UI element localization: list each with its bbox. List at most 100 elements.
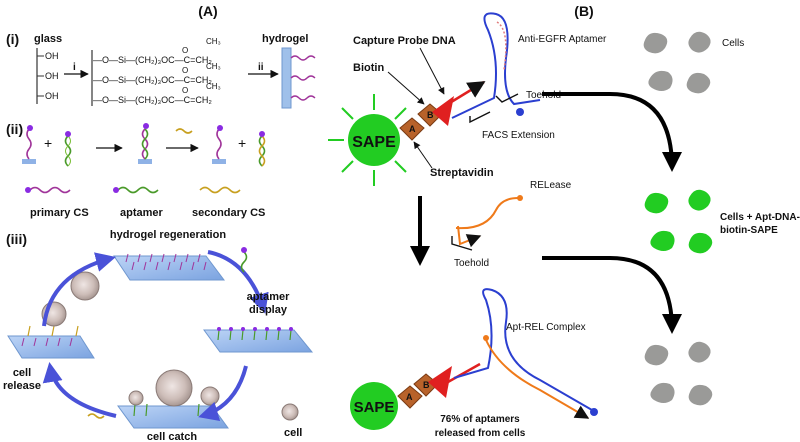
plate-top [113,253,225,281]
o-label: O [182,46,188,55]
primary-cs-legend-label: primary CS [30,207,89,219]
release-dot [517,195,523,201]
ch3-label: CH₃ [206,82,221,91]
aptamer-legend-label: aptamer [120,207,164,219]
cell-caught [128,390,144,406]
cells-cluster-top [643,31,711,94]
cell-release-line: release [3,380,41,392]
cycle-arrow-release [42,362,117,418]
cell-legend-icon [281,403,299,421]
toehold2-bracket [451,236,473,251]
apt-rel-blue-strand [453,288,593,411]
chem-row: —O—Si—(CH₂)₃OC—C=CH₂ [93,95,212,105]
hydrogel-regeneration-label: hydrogel regeneration [110,229,226,241]
apt-rel-label: Apt-REL Complex [506,322,586,333]
biotin-pointer [387,71,425,105]
plus-sign: + [44,135,52,151]
hydrogel-label: hydrogel [262,33,308,45]
sape-label-bottom: SAPE [354,399,395,416]
biotin-label: Biotin [353,62,384,74]
cell-catch-label: cell catch [147,431,197,442]
toehold-dot [516,108,524,116]
anti-egfr-label: Anti-EGFR Aptamer [518,34,607,45]
red-triangle [432,96,454,126]
streptavidin-block-bottom [397,385,423,409]
glass-surface [36,48,44,104]
free-aptamer [240,247,248,273]
secondary-cs-legend-label: secondary CS [192,207,265,219]
cell-legend-label: cell [284,427,302,439]
part-i-label: (i) [6,31,19,47]
sape-label: SAPE [352,134,396,151]
flow-arrow-bottom [542,256,682,334]
apt-rel-orange-dot [483,335,489,341]
cycle-arrow-regeneration [42,252,116,327]
panel-b-label: (B) [574,3,593,19]
panel-a-label: (A) [198,3,217,19]
red-triangle-bottom [428,366,452,398]
o-label: O [182,66,188,75]
cycle-arrow-catch [198,365,248,422]
cell-caught [200,386,220,406]
primary-cs-on-glass [22,125,36,164]
toehold2-label: Toehold [454,258,489,269]
streptavidin-a: A [409,124,416,134]
cell-caught [155,369,193,407]
aptamer-secondary-duplex [258,131,266,167]
apt-rel-blue-dot [590,408,598,416]
secondary-cs-legend-strand [199,186,241,194]
plate-right [203,327,314,353]
capture-probe-pointer [419,47,445,95]
aptamer-legend-dot [113,187,119,193]
aptamer-display-line: display [249,304,288,316]
toehold-bracket [495,93,519,103]
flow-arrow-top [542,92,682,172]
hydrogel-slab [281,47,292,109]
released-line: 76% of aptamers [440,414,520,425]
part-iii-label: (iii) [6,231,27,247]
ch3-label: CH₃ [206,37,221,46]
chem-row: —O—Si—(CH₂)₃OC—C=CH₂ [93,75,212,85]
step-i-label: i [73,62,76,73]
plate-bottom [117,403,229,429]
sape-circle-bottom [350,382,398,430]
streptavidin-block [399,117,425,141]
step-ii-label: ii [258,62,264,73]
oh-group: OH [45,71,59,81]
hydrogel-strands [290,55,316,101]
free-secondary-cs [87,413,105,419]
apt-rel-orange-strand [485,339,590,419]
aptamer-inner-strand [496,21,507,71]
secondary-cs-strand [175,128,193,134]
sape-circle [348,114,400,166]
plus-sign: + [238,135,246,151]
streptavidin-label: Streptavidin [430,167,494,179]
hybrid-complex [138,123,152,164]
capture-probe-bottom [447,362,481,384]
biotin-b: B [427,110,434,120]
chem-row: —O—Si—(CH₂)₃OC—C=CH₂ [93,55,212,65]
aptamer-strand [64,131,72,167]
plate-left [7,325,95,359]
cells-cluster-bottom [644,341,713,406]
primary-cs-legend-dot [25,187,31,193]
cell-release-line: cell [13,367,31,379]
anti-egfr-aptamer-strand [451,12,541,119]
released-primary [212,125,226,164]
cells-complex-label: Cells + Apt-DNA-biotin-SAPE [720,212,800,236]
capture-probe-label: Capture Probe DNA [353,35,456,47]
facs-label: FACS Extension [482,130,555,141]
cells-cluster-green [644,189,713,254]
o-label: O [182,86,188,95]
cells-complex-line: biotin-SAPE [720,225,778,236]
released-line: released from cells [435,428,526,439]
ch3-label: CH₃ [206,62,221,71]
released-label: 76% of aptamers released from cells [435,414,526,439]
release-strand-end [457,225,482,248]
release-label: RELease [530,180,572,191]
glass-label: glass [34,33,62,45]
oh-group: OH [45,91,59,101]
